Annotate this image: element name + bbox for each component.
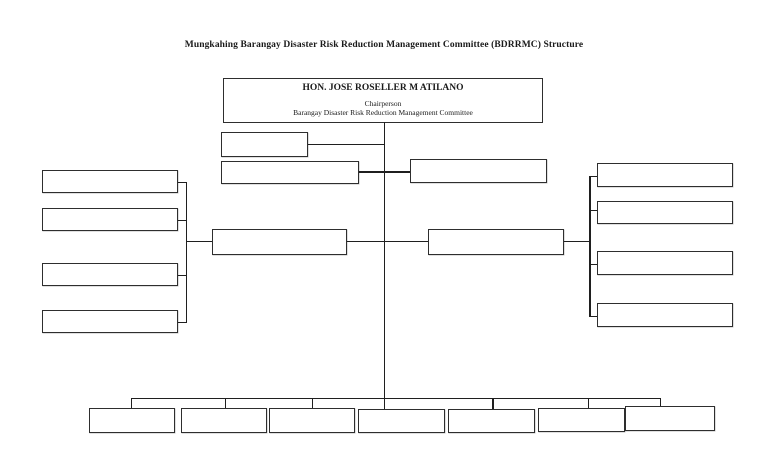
chairperson-box: HON. JOSE ROSELLER M ATILANO Chairperson…	[223, 78, 543, 123]
org-box-upper-left	[221, 161, 359, 184]
connector-left-stub-3	[178, 274, 186, 276]
connector-bottom-stub-7	[659, 397, 661, 406]
org-box-bottom-2	[181, 408, 267, 433]
connector-right-bracket-to-mid	[564, 240, 589, 242]
connector-bottom-bar	[130, 397, 661, 399]
connector-left-stub-2	[178, 219, 186, 221]
org-box-right-2	[597, 201, 733, 224]
org-box-right-1	[597, 163, 733, 187]
org-box-bottom-1	[89, 408, 175, 433]
connector-left-bracket	[185, 181, 187, 323]
org-box-mid-left	[212, 229, 347, 255]
connector-central-trunk	[383, 122, 385, 409]
org-box-upper-small	[221, 132, 308, 157]
connector-right-stub-2	[589, 209, 597, 211]
connector-right-stub-4	[589, 315, 597, 317]
connector-bottom-stub-3	[311, 397, 313, 408]
org-box-right-3	[597, 251, 733, 275]
chart-title: Mungkahing Barangay Disaster Risk Reduct…	[184, 40, 584, 50]
connector-mid-row	[347, 240, 428, 242]
org-box-left-3	[42, 263, 178, 286]
connector-left-stub-1	[178, 181, 186, 183]
connector-bottom-stub-5	[492, 397, 494, 409]
connector-right-stub-1	[589, 175, 597, 177]
org-box-left-1	[42, 170, 178, 193]
org-box-upper-right	[410, 159, 547, 183]
org-box-bottom-5	[448, 409, 535, 433]
org-box-left-2	[42, 208, 178, 231]
org-box-mid-right	[428, 229, 564, 255]
connector-upper-row	[359, 171, 410, 173]
org-box-bottom-4	[358, 409, 445, 433]
connector-bottom-stub-1	[130, 397, 132, 408]
org-box-right-4	[597, 303, 733, 327]
connector-left-bracket-to-mid	[185, 240, 212, 242]
connector-right-bracket	[589, 175, 591, 317]
connector-bottom-stub-2	[224, 397, 226, 408]
connector-left-stub-4	[178, 321, 186, 323]
connector-right-stub-3	[589, 263, 597, 265]
chairperson-role: Chairperson	[364, 99, 402, 108]
connector-upper-small	[308, 143, 384, 145]
org-box-bottom-6	[538, 408, 625, 432]
chairperson-name: HON. JOSE ROSELLER M ATILANO	[302, 83, 464, 93]
chairperson-organization: Barangay Disaster Risk Reduction Managem…	[293, 108, 473, 117]
org-box-bottom-3	[269, 408, 355, 433]
connector-bottom-stub-6	[587, 397, 589, 408]
org-box-left-4	[42, 310, 178, 333]
org-box-bottom-7	[625, 406, 715, 431]
